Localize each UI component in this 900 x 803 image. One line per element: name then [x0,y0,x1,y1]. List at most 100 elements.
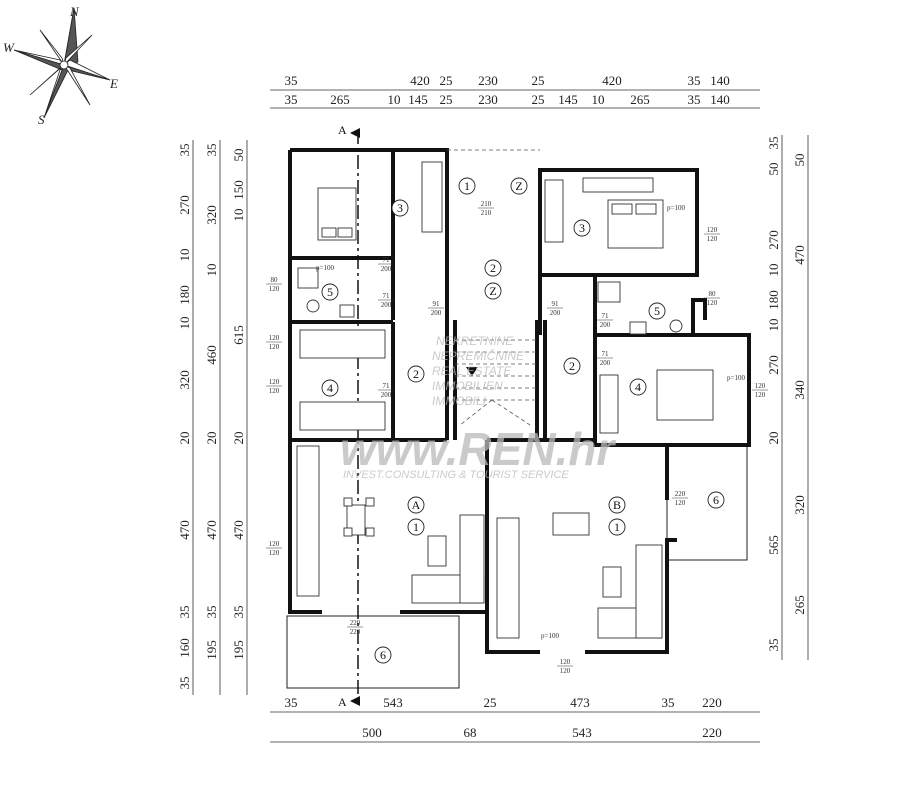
opening-size-label: 120 [269,387,280,395]
room-number-b-terrace: 6 [713,493,719,507]
watermark-line: IMMOBILIEN [432,379,503,393]
dimension-label: 35 [766,639,781,652]
dimension-label: 10 [231,209,246,222]
dimension-label: 68 [464,725,477,740]
opening-size-label: 120 [269,549,280,557]
dimension-label: 160 [177,638,192,658]
dimension-label: 470 [204,520,219,540]
dimension-label: 35 [285,92,298,107]
dimension-label: 470 [792,245,807,265]
watermark-line: IMMOBILI [432,394,487,408]
dimension-label: 10 [204,264,219,277]
opening-size-label: 120 [755,391,766,399]
opening-size-label: 120 [707,226,718,234]
compass-west-label: W [3,40,15,55]
room-number-a-unit: A [412,498,421,512]
opening-size-label: 200 [431,309,442,317]
dimension-label: 20 [231,432,246,445]
dimension-label: 615 [231,325,246,345]
dimension-label: 220 [702,695,722,710]
dimension-label: 265 [630,92,650,107]
room-number-circle [563,357,581,375]
opening-size-label: 120 [755,382,766,390]
opening-size-label: 120 [560,667,571,675]
opening-size-label: 91 [552,300,560,308]
opening-size-label: 200 [550,309,561,317]
dimension-label: 150 [231,180,246,200]
room-number-common-entry: 1 [464,179,470,193]
section-label-top: A [338,123,347,137]
room-number-circle [573,219,591,237]
room-number-circle [629,378,647,396]
dimension-label: 35 [766,137,781,150]
room-number-a-hall: 2 [413,367,419,381]
dimension-label: 10 [592,92,605,107]
room-number-circle [374,646,392,664]
dimension-label: 320 [177,370,192,390]
dimension-label: 473 [570,695,590,710]
dimension-label: 270 [766,355,781,375]
dimension-label: 20 [177,432,192,445]
room-number-common-entry-z: Z [515,179,522,193]
opening-size-label: 200 [600,321,611,329]
opening-size-label: 220 [675,490,686,498]
dimension-label: 230 [478,73,498,88]
dimension-label: 460 [204,345,219,365]
dimension-label: 265 [792,595,807,615]
dimension-label: 35 [662,695,675,710]
dimension-label: 35 [204,606,219,619]
opening-size-label: 71 [383,382,391,390]
dimension-label: 10 [388,92,401,107]
dimension-label: 180 [766,290,781,310]
watermark-tagline: INVEST.CONSULTING & TOURIST SERVICE [343,469,569,481]
room-number-circle [321,379,339,397]
opening-size-label: 210 [481,209,492,217]
opening-size-label: 80 [271,276,279,284]
section-arrow-top-icon [350,128,360,138]
dimension-lines [192,89,809,743]
dimension-label: 35 [177,606,192,619]
opening-size-label: 210 [481,200,492,208]
opening-size-label: 220 [350,619,361,627]
room-number-circle [458,177,476,195]
dimension-label: 25 [532,92,545,107]
dimension-label: 140 [710,92,730,107]
opening-size-label: 120 [269,540,280,548]
dimension-label: 265 [330,92,350,107]
room-number-a-bedroom-large: 3 [397,201,403,215]
opening-size-label: 71 [602,312,610,320]
dimension-label: 500 [362,725,382,740]
parapet-label: p=100 [541,632,559,640]
dimension-label: 50 [766,163,781,176]
room-number-b-bedroom-large: 3 [579,221,585,235]
room-number-circle [407,365,425,383]
section-label-bottom: A [338,695,347,709]
opening-size-label: 200 [381,301,392,309]
dimension-label: 180 [177,285,192,305]
compass-south-label: S [38,112,45,127]
room-number-a-bedroom-small: 4 [327,381,333,395]
dimension-label: 25 [440,73,453,88]
dimension-label: 470 [177,520,192,540]
dimension-label: 543 [572,725,592,740]
dimension-label: 420 [602,73,622,88]
room-number-b-unit: B [613,498,621,512]
dimension-label: 195 [204,640,219,660]
opening-size-label: 120 [269,378,280,386]
dimension-label: 270 [766,230,781,250]
opening-size-label: 71 [602,350,610,358]
opening-size-label: 80 [709,290,717,298]
dimension-label: 220 [702,725,722,740]
room-number-circle [484,282,502,300]
dimension-label: 10 [766,264,781,277]
dimension-label: 35 [688,92,701,107]
dimension-label: 270 [177,195,192,215]
opening-size-label: 120 [269,343,280,351]
opening-size-label: 120 [269,334,280,342]
dimension-label: 35 [231,606,246,619]
dimension-label: 50 [231,149,246,162]
watermark-line: REAL ESTATE [432,364,512,378]
opening-size-label: 200 [600,359,611,367]
